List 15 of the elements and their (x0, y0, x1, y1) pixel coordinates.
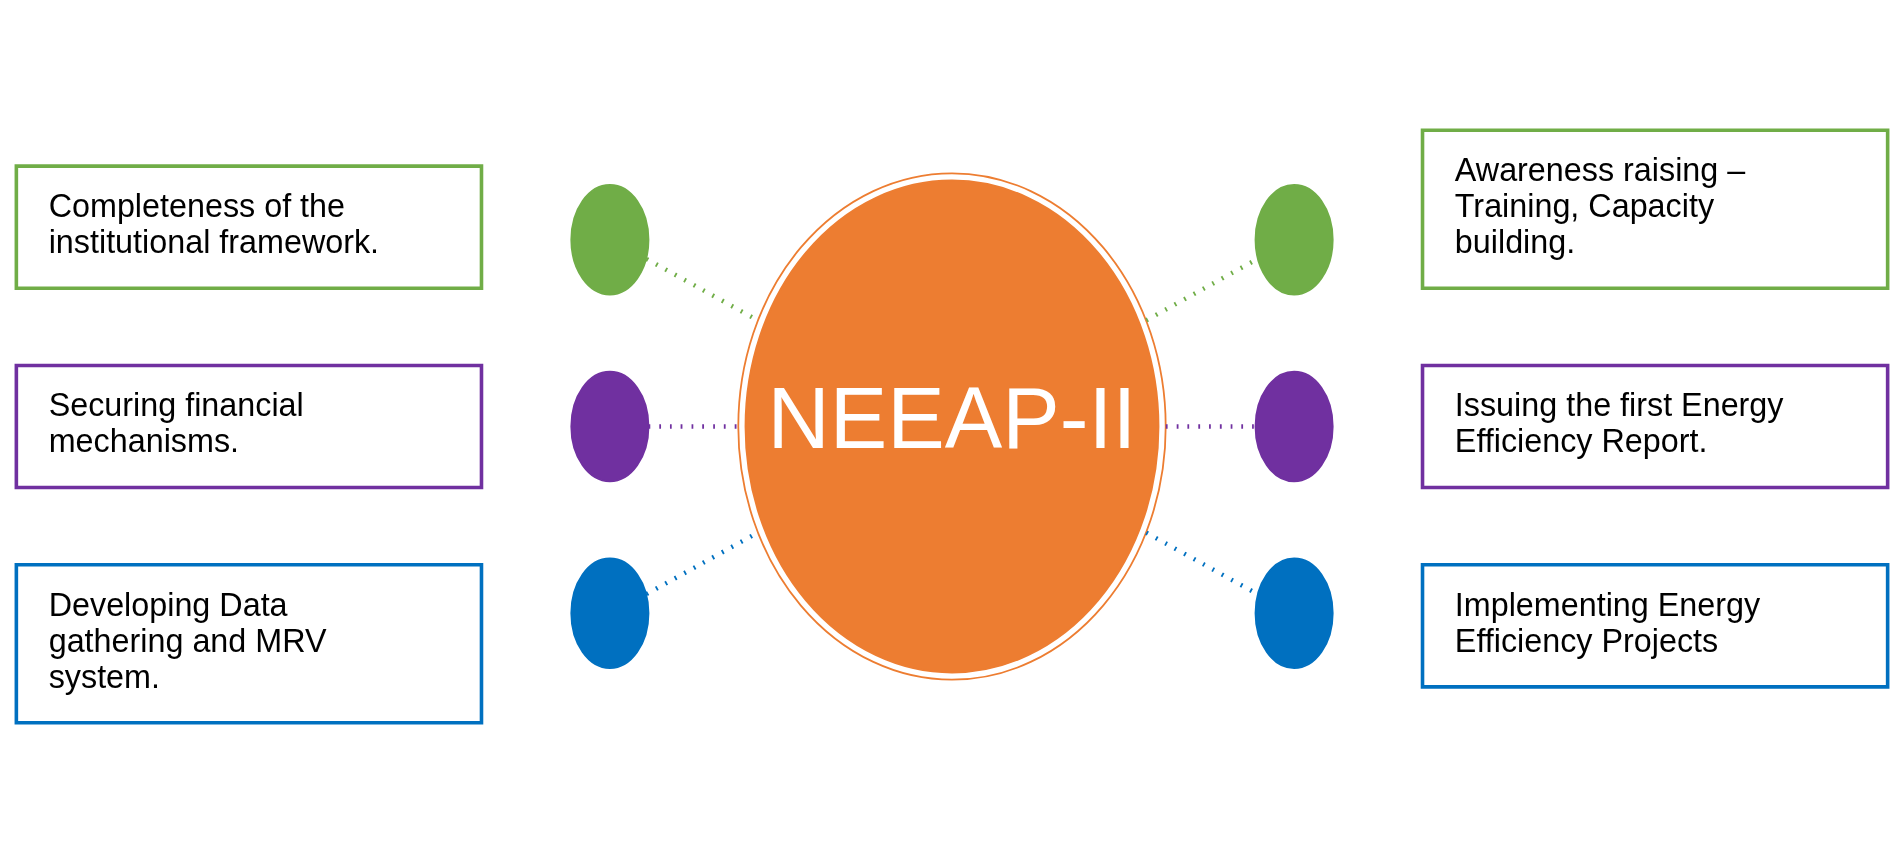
node-box: Developing Data gathering and MRV system. (14, 562, 484, 725)
node-box: Awareness raising – Training, Capacity building. (1420, 127, 1890, 290)
node-circle (1254, 557, 1334, 669)
node-circle (570, 370, 650, 482)
node-circle (1254, 183, 1334, 295)
node-box: Completeness of the institutional framework. (14, 163, 484, 290)
node-ellipse: NEEAP-II (737, 171, 1167, 681)
connector (648, 423, 739, 429)
connector (1165, 423, 1256, 429)
node-circle (570, 557, 650, 669)
node-circle (570, 183, 650, 295)
node-circle (1254, 370, 1334, 482)
node-box: Issuing the first Energy Efficiency Report. (1420, 363, 1890, 489)
node-box: Securing financial mechanisms. (14, 363, 484, 489)
node-box: Implementing Energy Efficiency Projects (1420, 562, 1890, 689)
